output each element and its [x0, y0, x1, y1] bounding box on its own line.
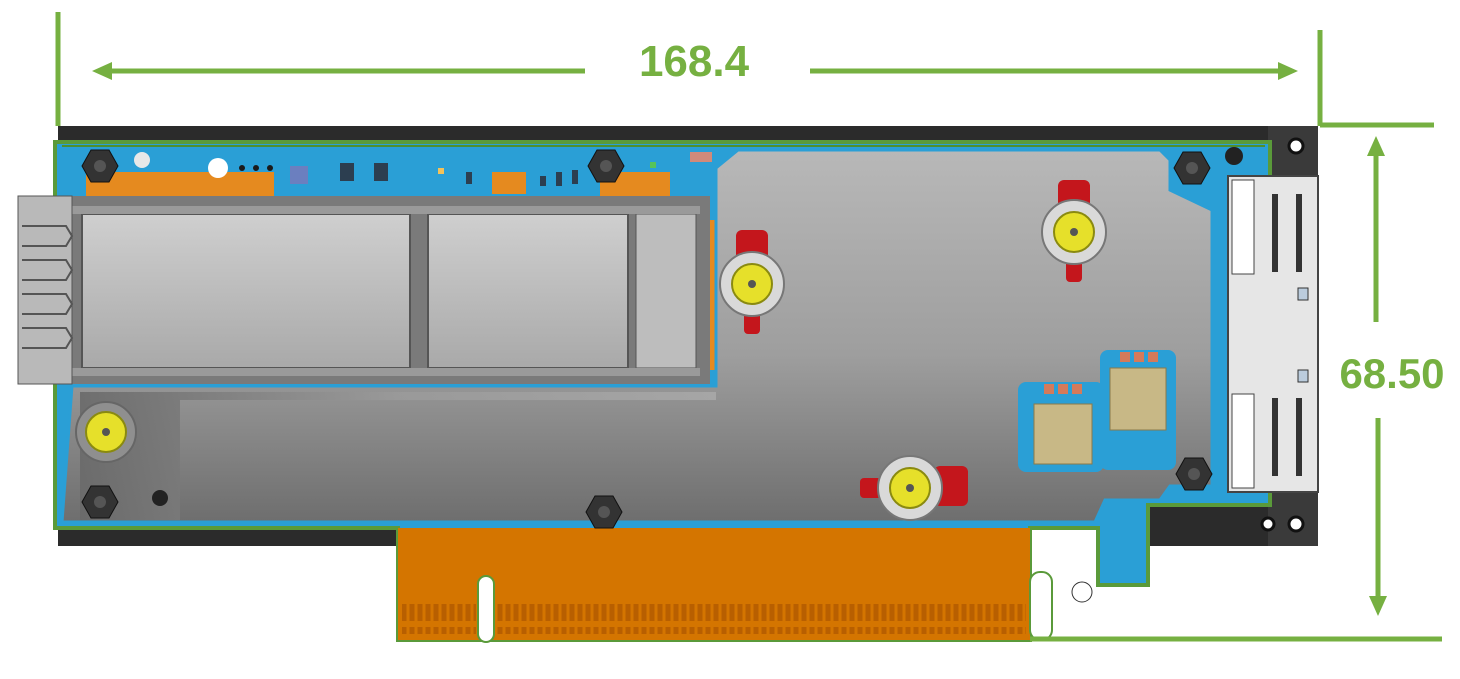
hex-standoff-icon: [1173, 151, 1211, 185]
hex-standoff-icon: [585, 495, 623, 529]
smd-components: [290, 152, 712, 186]
qsfp-cage: [17, 195, 710, 385]
hex-standoff-icon: [587, 149, 625, 183]
qsfp-port-left: [81, 213, 411, 369]
pcb-orange-strip-top: [86, 172, 274, 196]
width-dimension-label: 168.4: [639, 37, 750, 86]
hex-standoff-icon: [81, 485, 119, 519]
pcie-key-notch: [477, 575, 495, 643]
spring-screw-icon: [860, 455, 968, 521]
width-dimension: [55, 12, 1323, 126]
heatsink: [60, 148, 1214, 524]
height-dimension: [1030, 122, 1442, 642]
gold-fingers-long: [496, 604, 1026, 634]
gold-fingers-short: [402, 604, 476, 634]
spring-screw-icon: [75, 401, 137, 463]
heatsink-upper: [60, 148, 1214, 524]
heatsink-screws: [75, 180, 1107, 521]
hex-standoff-icon: [1175, 457, 1213, 491]
pcie-edge-connector: [398, 528, 1093, 643]
hex-standoffs: [81, 147, 1243, 529]
qsfp-port-right: [427, 213, 629, 369]
hex-standoff-icon: [81, 149, 119, 183]
heatsink-lower-fin: [80, 392, 716, 520]
spring-screw-icon: [1041, 180, 1107, 282]
spring-screw-icon: [719, 230, 785, 334]
right-edge-connectors: [1227, 137, 1319, 533]
ic-pads: [1018, 350, 1176, 472]
height-dimension-label: 68.50: [1339, 350, 1444, 397]
